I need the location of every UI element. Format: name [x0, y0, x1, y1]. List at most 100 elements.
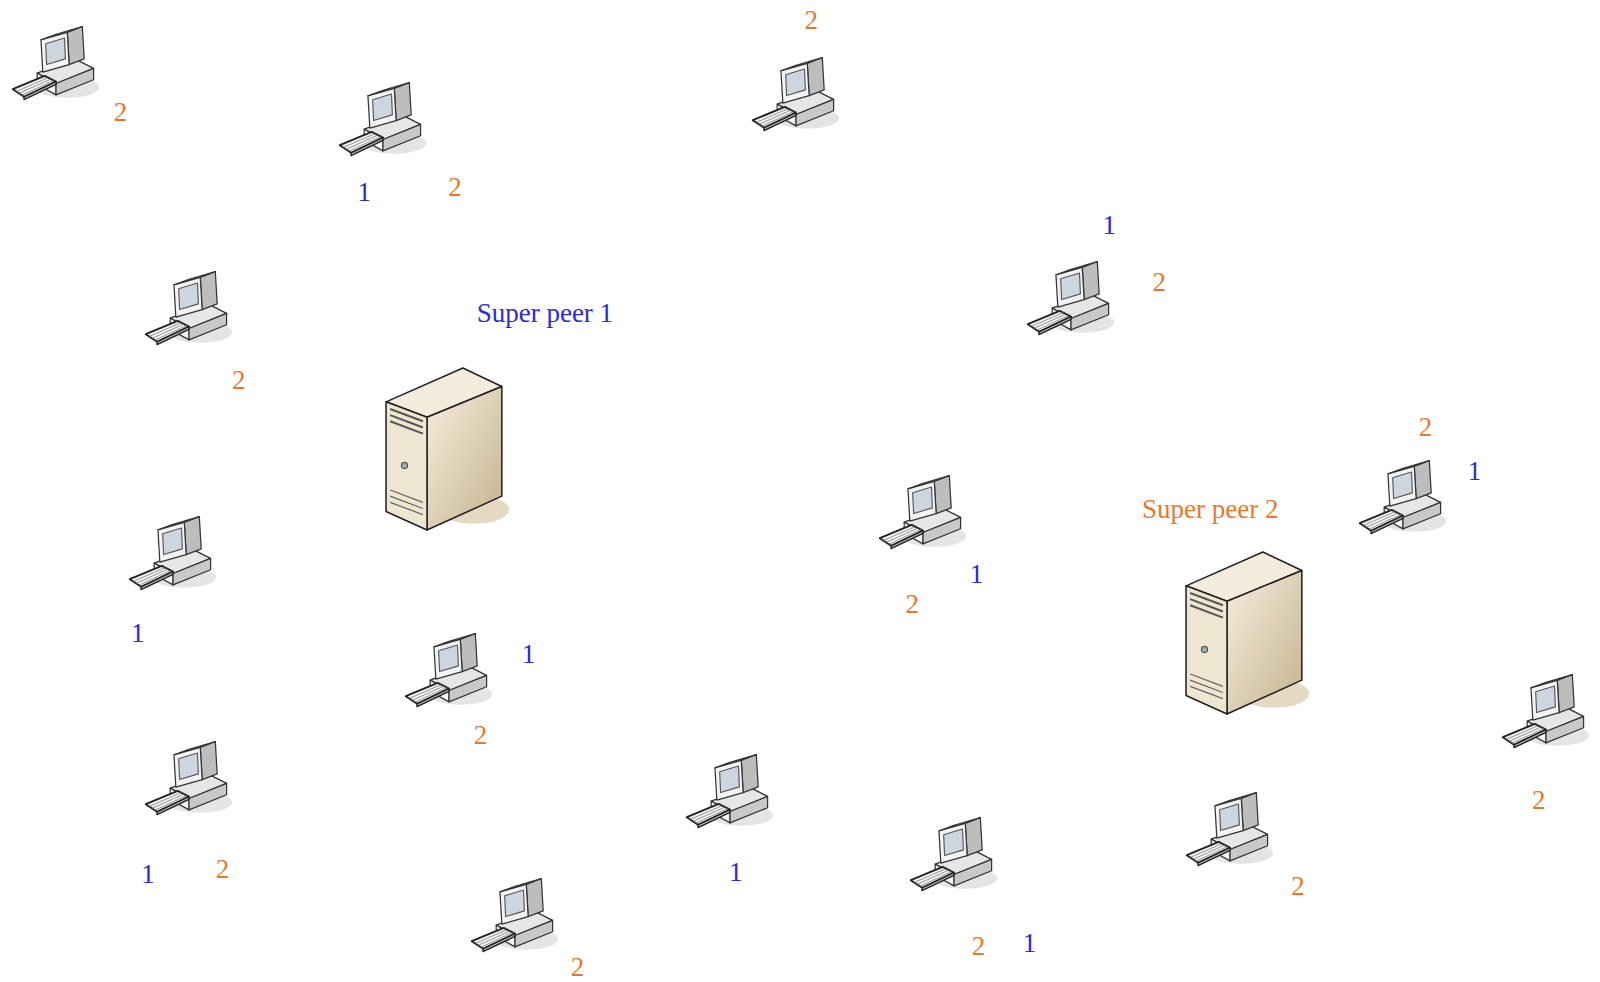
key-row — [149, 323, 181, 337]
key-row — [152, 324, 184, 338]
computer-icon — [9, 21, 103, 111]
icon-part — [189, 314, 227, 341]
key-row — [1032, 313, 1064, 327]
peer-group-number: 2 — [1532, 786, 1546, 813]
super-peer-label: Super peer 1 — [477, 300, 613, 327]
peer-computer: 12 — [1024, 256, 1118, 346]
key-row — [19, 79, 51, 93]
computer-icon — [336, 77, 430, 167]
icon-part — [189, 783, 227, 810]
key-row — [155, 326, 187, 341]
key-row — [914, 869, 946, 883]
icon-part — [1536, 686, 1556, 713]
super-peer-label: Super peer 2 — [1142, 496, 1278, 523]
key-row — [136, 569, 168, 583]
vent-line — [1191, 680, 1224, 692]
key-row — [478, 931, 510, 945]
icon-part — [965, 818, 982, 856]
vent-line — [391, 490, 424, 502]
peer-group-number: 1 — [141, 861, 155, 888]
icon-part — [460, 634, 477, 672]
key-row — [917, 870, 949, 884]
key-row — [139, 571, 171, 586]
key-row — [762, 111, 794, 126]
icon-part — [913, 487, 933, 514]
icon-part — [1061, 273, 1081, 300]
icon-part — [730, 796, 768, 823]
icon-part — [174, 278, 202, 318]
icon-part — [1215, 798, 1243, 838]
icon-part — [56, 69, 94, 96]
peer-group-number: 1 — [729, 859, 743, 886]
icon-part — [944, 829, 964, 856]
icon-part — [383, 125, 421, 152]
peer-computer: 2 — [1499, 669, 1593, 759]
icon-part — [741, 755, 758, 793]
icon-part — [1056, 267, 1084, 307]
super-peer-server: Super peer 2 — [1184, 552, 1309, 714]
icon-part — [719, 766, 739, 793]
key-row — [1034, 314, 1066, 328]
key-row — [1363, 512, 1395, 526]
key-row — [409, 685, 441, 699]
power-led — [402, 462, 408, 468]
vent-line — [391, 502, 424, 514]
key-row — [1193, 845, 1225, 859]
key-row — [1366, 513, 1398, 527]
key-row — [884, 527, 916, 541]
power-led — [1202, 646, 1208, 652]
peer-group-number: 1 — [1102, 211, 1116, 238]
computer-icon — [468, 873, 562, 963]
key-row — [134, 568, 166, 582]
key-row — [1509, 727, 1541, 741]
key-row — [759, 110, 791, 124]
key-row — [886, 528, 918, 542]
peer-group-number: 2 — [232, 366, 246, 393]
key-row — [481, 933, 513, 948]
icon-part — [923, 518, 961, 545]
icon-part — [1241, 792, 1258, 830]
icon-part — [46, 38, 66, 65]
icon-part — [1071, 303, 1109, 330]
peer-computer: 2 — [142, 266, 236, 356]
icon-part — [954, 860, 992, 887]
peer-computer: 2 — [468, 873, 562, 963]
icon-part — [449, 676, 487, 703]
icon-part — [1403, 502, 1441, 529]
icon-part — [158, 522, 186, 562]
key-row — [22, 81, 54, 96]
icon-part — [372, 94, 392, 121]
peer-computer: 12 — [876, 470, 970, 560]
icon-part — [1546, 717, 1584, 744]
icon-part — [939, 824, 967, 864]
key-row — [149, 792, 181, 806]
icon-part — [515, 921, 553, 948]
drive-bay — [1191, 593, 1224, 605]
peer-computer: 12 — [142, 736, 236, 826]
peer-computer: 12 — [336, 77, 430, 167]
vent-line — [1191, 674, 1224, 686]
computer-icon — [142, 266, 236, 356]
icon-part — [178, 283, 198, 310]
drive-bay — [1191, 599, 1224, 611]
server-icon — [384, 368, 509, 530]
key-row — [695, 808, 727, 823]
peer-group-number: 2 — [905, 591, 919, 618]
peer-group-number: 2 — [474, 721, 488, 748]
key-row — [152, 794, 184, 808]
vent-line — [1191, 686, 1224, 698]
key-row — [889, 530, 921, 545]
icon-part — [1230, 834, 1268, 861]
icon-part — [1557, 675, 1574, 713]
key-row — [16, 78, 48, 92]
peer-group-number: 2 — [804, 7, 818, 34]
drive-bay — [391, 409, 424, 421]
computer-icon — [876, 470, 970, 560]
key-row — [412, 687, 444, 701]
peer-group-number: 1 — [522, 641, 536, 668]
peer-computer: 1 — [683, 749, 777, 839]
key-row — [1369, 514, 1401, 529]
key-row — [1512, 729, 1544, 744]
icon-part — [527, 879, 544, 917]
